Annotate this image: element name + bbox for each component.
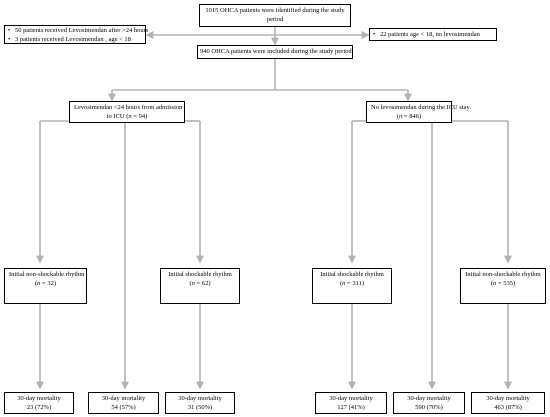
- outcome-box-6: 30-day mortality 463 (87%): [471, 392, 545, 414]
- excluded-right-box: 22 patients age < 18, no levosimendan: [369, 28, 497, 41]
- outcome-6-label: 30-day mortality: [486, 395, 530, 402]
- rhythm-3-title: Initial shockable rhythm: [320, 271, 384, 278]
- group-levo-box: Levosimendan <24 hours from admission to…: [69, 101, 185, 123]
- group-levo-line1: Levosimendan <24 hours from admission: [74, 104, 183, 111]
- identified-line2: period: [266, 15, 284, 23]
- outcome-box-4: 30-day mortality 127 (41%): [315, 392, 387, 414]
- group-nolevo-line2: (n = 846): [371, 113, 447, 122]
- included-box: 940 OHCA patients were included during t…: [197, 45, 353, 59]
- outcome-2-label: 30-day mortality: [101, 395, 146, 402]
- group-nolevo-box: No levosimendan during the ICU stay. (n …: [366, 101, 471, 123]
- rhythm-4-post: = 535): [496, 279, 516, 287]
- outcome-3-value: 31 (50%): [187, 403, 213, 411]
- excluded-left-item-2: 3 patients received Levosimendan , age <…: [8, 36, 142, 45]
- rhythm-box-3: Initial shockable rhythm (n = 311): [312, 268, 392, 304]
- outcome-1-value: 23 (72%): [26, 403, 52, 411]
- outcome-1-label: 30-day mortality: [17, 395, 61, 402]
- group-nolevo-line1: No levosimendan during the ICU stay.: [371, 104, 471, 111]
- rhythm-2-count: (n = 62): [165, 280, 235, 289]
- rhythm-1-title: Initial non-shockable rhythm: [9, 271, 85, 278]
- outcome-3-label: 30-day mortality: [178, 395, 222, 402]
- rhythm-3-post: = 311): [345, 279, 364, 287]
- rhythm-3-pre: (: [339, 279, 343, 287]
- rhythm-box-1: Initial non-shockable rhythm (n = 32): [4, 268, 87, 304]
- outcome-5-value: 590 (70%): [415, 403, 443, 411]
- rhythm-2-pre: (: [189, 279, 192, 287]
- rhythm-1-n: n: [37, 279, 41, 287]
- outcome-5-label: 30-day mortality: [407, 395, 451, 402]
- rhythm-1-count: (n = 32): [9, 280, 82, 289]
- outcome-4-value: 127 (41%): [337, 403, 365, 411]
- outcome-box-5: 30-day mortality 590 (70%): [393, 392, 465, 414]
- excluded-right-item: 22 patients age < 18, no levosimendan: [373, 31, 493, 40]
- excluded-left-box: 50 patients received Levosimendan after …: [4, 25, 148, 45]
- group-levo-line2: to ICU (n = 94): [74, 113, 180, 122]
- rhythm-box-4: Initial non-shockable rhythm (n = 535): [460, 268, 546, 304]
- group-nolevo-n: n: [399, 112, 403, 120]
- rhythm-box-2: Initial shockable rhythm (n = 62): [160, 268, 240, 304]
- identified-line1: 1015 OHCA patients were identified durin…: [205, 7, 345, 14]
- outcome-box-3: 30-day mortality 31 (50%): [165, 392, 235, 414]
- rhythm-2-post: = 62): [194, 279, 211, 287]
- outcome-2-value: 54 (57%): [111, 403, 136, 411]
- rhythm-2-title: Initial shockable rhythm: [168, 271, 232, 278]
- rhythm-4-n: n: [493, 279, 497, 287]
- rhythm-2-n: n: [191, 279, 195, 287]
- group-levo-n: n: [128, 112, 132, 120]
- group-nolevo-post: = 846): [402, 112, 422, 120]
- outcome-box-2: 30-day mortality 54 (57%): [88, 392, 159, 414]
- rhythm-1-pre: (: [34, 279, 38, 287]
- identified-box: 1015 OHCA patients were identified durin…: [199, 4, 351, 27]
- rhythm-3-n: n: [342, 279, 346, 287]
- outcome-4-label: 30-day mortality: [329, 395, 373, 402]
- rhythm-4-count: (n = 535): [465, 280, 541, 289]
- excluded-left-item-1: 50 patients received Levosimendan after …: [8, 27, 148, 36]
- rhythm-4-pre: (: [490, 279, 494, 287]
- group-levo-post: = 94): [131, 112, 148, 120]
- group-levo-pre: to ICU (: [106, 112, 129, 120]
- group-nolevo-pre: (: [396, 112, 400, 120]
- rhythm-1-post: = 32): [40, 279, 56, 287]
- outcome-6-value: 463 (87%): [494, 403, 522, 411]
- outcome-box-1: 30-day mortality 23 (72%): [4, 392, 74, 414]
- rhythm-3-count: (n = 311): [317, 280, 387, 289]
- rhythm-4-title: Initial non-shockable rhythm: [465, 271, 541, 278]
- included-text: 940 OHCA patients were included during t…: [200, 48, 352, 55]
